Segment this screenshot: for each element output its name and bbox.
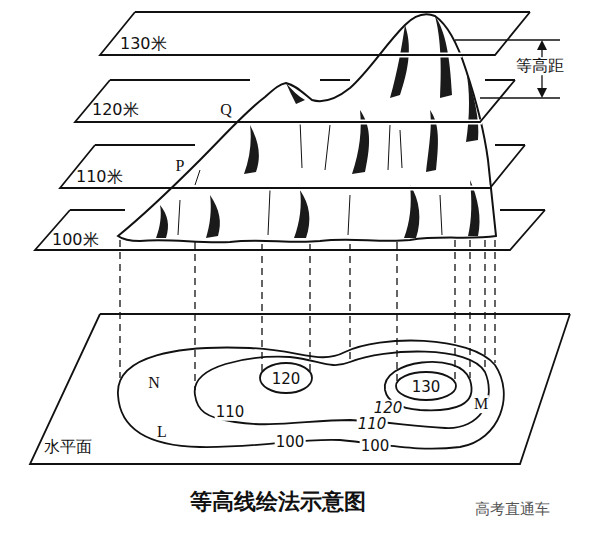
- point-letter: M: [473, 395, 489, 413]
- contour-value: 100: [275, 434, 306, 451]
- plane-label: 110米: [76, 168, 123, 186]
- plane-outline: [75, 80, 515, 122]
- contour-value: 120: [271, 371, 302, 388]
- plane-label: 130米: [120, 35, 167, 53]
- height-plane: 120米: [75, 80, 515, 122]
- plane-outline: [35, 210, 545, 250]
- contour-value: 100: [360, 438, 391, 455]
- contour-value: 110: [215, 404, 246, 421]
- plane-outline: [60, 145, 525, 188]
- height-plane: 100米: [35, 210, 545, 250]
- plane-label: 100米: [52, 231, 99, 249]
- plane-edge: [35, 210, 545, 250]
- point-letter: P: [176, 157, 185, 175]
- interval-label: 等高距: [515, 57, 565, 75]
- plane-edge: [30, 314, 570, 464]
- point-letter: Q: [220, 101, 232, 119]
- plane-edge: [75, 80, 515, 122]
- plane-label: 120米: [92, 101, 139, 119]
- plane-edge: [100, 12, 530, 55]
- height-plane: 110米: [60, 145, 525, 188]
- point-letter: N: [148, 374, 160, 392]
- contour-value: 120: [373, 400, 404, 417]
- height-plane: 130米: [100, 12, 530, 55]
- plane-edge: [60, 145, 525, 188]
- point-letter: L: [157, 423, 167, 441]
- contour-value: 130: [411, 379, 442, 396]
- watermark: 高考直通车: [475, 501, 550, 518]
- contour-value: 110: [357, 416, 388, 433]
- figure-caption: 等高线绘法示意图: [190, 490, 366, 514]
- plane-label: 水平面: [44, 438, 92, 456]
